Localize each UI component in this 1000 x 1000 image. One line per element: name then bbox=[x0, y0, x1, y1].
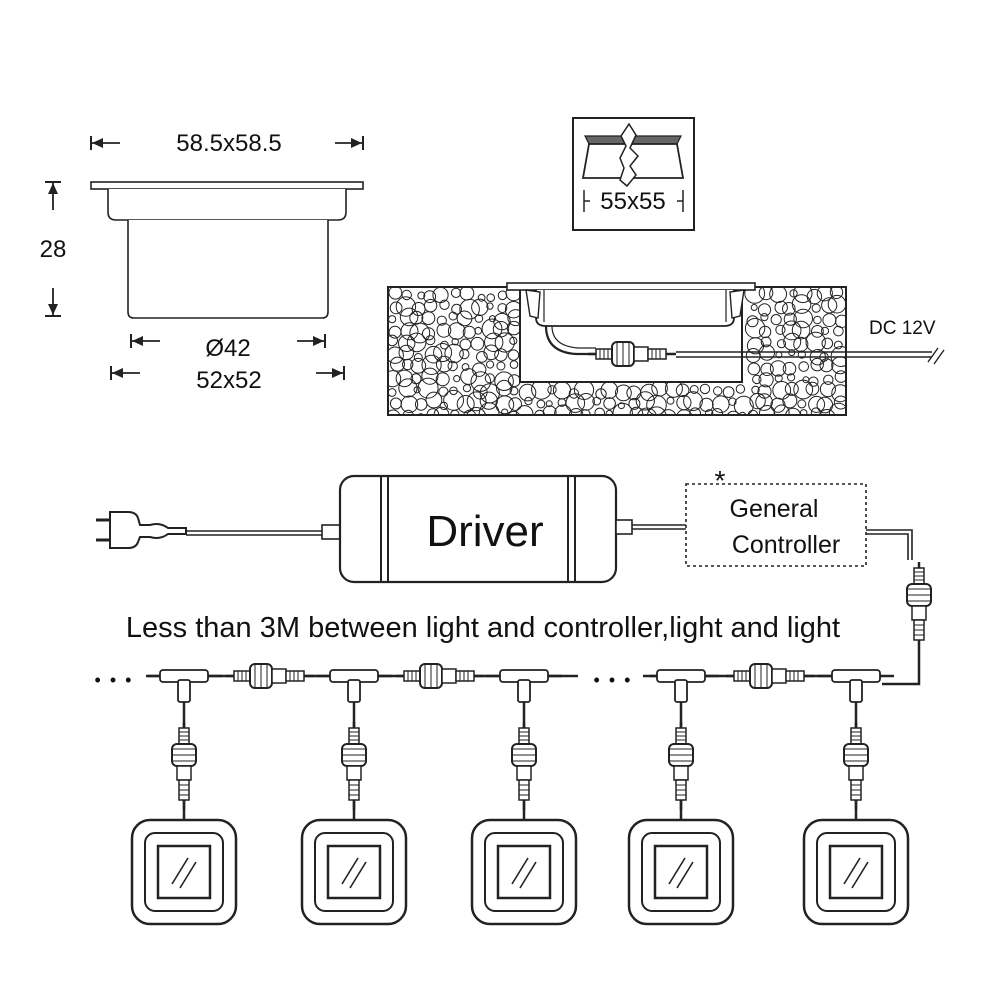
base-size-label: 52x52 bbox=[196, 367, 261, 394]
distance-note: Less than 3M between light and controlle… bbox=[126, 612, 840, 644]
wiring-diagram: Driver * General Controller Less than 3M… bbox=[95, 465, 933, 926]
drop-connector-1 bbox=[170, 720, 198, 812]
height-label: 28 bbox=[40, 236, 67, 263]
controller-label-line2: Controller bbox=[732, 531, 840, 559]
light-fixture-2 bbox=[300, 818, 408, 926]
tee-connector-2 bbox=[314, 668, 394, 704]
driver-box: Driver bbox=[338, 474, 618, 584]
installation-cross-section: DC 12V bbox=[387, 282, 945, 416]
tee-connector-5 bbox=[816, 668, 896, 704]
drop-connector-5 bbox=[842, 720, 870, 812]
diameter-arrow-right-icon bbox=[297, 334, 326, 348]
light-side-profile bbox=[90, 181, 364, 319]
diameter-arrow-left-icon bbox=[130, 334, 160, 348]
inline-connector-3 bbox=[724, 662, 816, 690]
light-fixture-4 bbox=[627, 818, 735, 926]
width-arrow-left-icon bbox=[90, 136, 120, 150]
top-width-label: 58.5x58.5 bbox=[176, 130, 281, 157]
chain-continuation-middle: • • • bbox=[594, 670, 633, 690]
inline-connector-2 bbox=[394, 662, 486, 690]
drop-connector-3 bbox=[510, 720, 538, 812]
drop-connector-4 bbox=[667, 720, 695, 812]
dc-power-label: DC 12V bbox=[869, 318, 936, 339]
drop-connector-2 bbox=[340, 720, 368, 812]
width-arrow-right-icon bbox=[335, 136, 364, 150]
chain-continuation-left: • • • bbox=[95, 670, 134, 690]
light-chain bbox=[130, 662, 910, 926]
inner-diameter-label: Ø42 bbox=[205, 335, 250, 362]
light-fixture-1 bbox=[130, 818, 238, 926]
tee-connector-1 bbox=[144, 668, 224, 704]
tee-connector-4 bbox=[641, 668, 721, 704]
light-fixture-5 bbox=[802, 818, 910, 926]
light-fixture-3 bbox=[470, 818, 578, 926]
general-controller-box: * General Controller bbox=[685, 465, 867, 567]
cutout-detail: 55x55 bbox=[572, 117, 695, 231]
height-arrow-top-icon bbox=[45, 181, 61, 210]
power-plug-icon bbox=[96, 511, 187, 549]
inline-connector-1 bbox=[224, 662, 316, 690]
driver-label: Driver bbox=[426, 507, 543, 556]
tee-connector-3 bbox=[484, 668, 564, 704]
cutout-size-label: 55x55 bbox=[600, 188, 665, 215]
base-arrow-left-icon bbox=[110, 366, 140, 380]
dimension-drawing: 58.5x58.5 28 Ø42 bbox=[40, 130, 364, 394]
height-arrow-bottom-icon bbox=[45, 288, 61, 317]
base-arrow-right-icon bbox=[316, 366, 345, 380]
controller-label-line1: General bbox=[730, 495, 819, 523]
controller-asterisk: * bbox=[715, 465, 726, 496]
